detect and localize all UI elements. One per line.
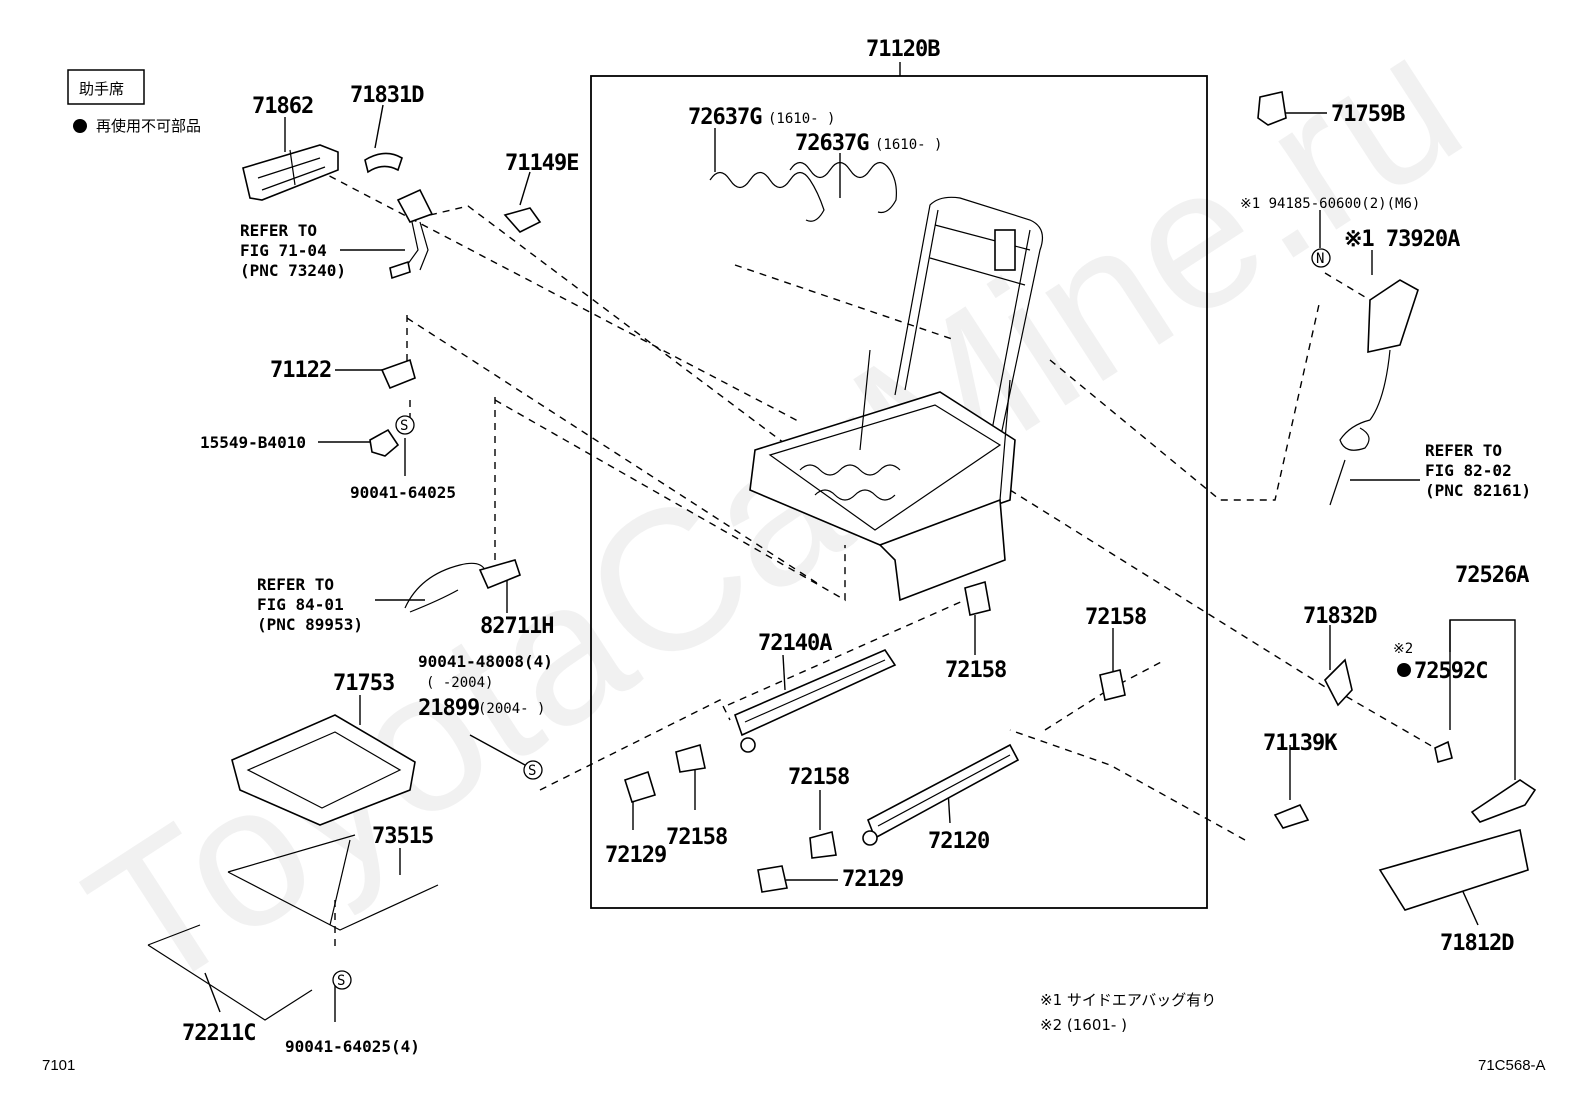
part-72129-b: [757, 865, 788, 893]
part-72140A-rail: [733, 649, 897, 753]
part-73920A: [1329, 279, 1419, 506]
seat-tag-box: [67, 69, 145, 105]
ref3-line2: FIG 82-02: [1425, 461, 1512, 480]
non-reusable-dot-icon: [73, 119, 87, 133]
n-symbol: N: [1311, 248, 1331, 268]
part-71753-tray: [231, 714, 416, 826]
label-72158-b: 72158: [1085, 605, 1146, 630]
s-symbol-1: S: [395, 415, 415, 435]
part-71122: [380, 358, 416, 390]
part-72592C: [1434, 740, 1453, 764]
seat-tag: 助手席: [79, 80, 124, 98]
svg-text:S: S: [337, 973, 345, 989]
label-94185: ※1 94185-60600(2)(M6): [1240, 196, 1420, 212]
part-72129-a: [624, 770, 656, 803]
part-72211C-rod: [147, 924, 313, 1021]
s-symbol-3: S: [332, 970, 352, 990]
part-72158-c: [675, 743, 706, 773]
label-71832D: 71832D: [1303, 604, 1377, 629]
part-71139K: [1273, 803, 1310, 829]
ref3-line1: REFER TO: [1425, 441, 1502, 460]
part-72158-b: [1099, 669, 1126, 701]
label-73920A: ※1 73920A: [1344, 227, 1460, 252]
part-buckle: [389, 188, 434, 280]
label-90041-64025: 90041-64025: [350, 483, 456, 502]
part-73515-wire: [227, 834, 439, 931]
label-71812D: 71812D: [1440, 931, 1514, 956]
ref1-line2: FIG 71-04: [240, 241, 327, 260]
label-72140A: 72140A: [758, 631, 832, 656]
ref2-line2: FIG 84-01: [257, 595, 344, 614]
ref3-line3: (PNC 82161): [1425, 481, 1531, 500]
part-71149E: [503, 207, 542, 233]
part-71759B: [1257, 91, 1287, 126]
legend-text: 再使用不可部品: [96, 117, 201, 135]
label-21899: 21899: [418, 696, 479, 721]
part-71862: [242, 144, 339, 201]
label-72120: 72120: [928, 829, 989, 854]
illustration-code: 71C568-A: [1478, 1057, 1546, 1074]
assembly-frame: [590, 75, 1208, 909]
label-72637G-1: 72637G: [688, 105, 762, 130]
ref1-line1: REFER TO: [240, 221, 317, 240]
label-72158-c: 72158: [666, 825, 727, 850]
part-71120B-seat-frame: [749, 196, 1043, 602]
label-21899-note: (2004- ): [478, 701, 545, 717]
label-71753: 71753: [333, 671, 394, 696]
label-72592C-mark: ※2: [1393, 641, 1413, 657]
footnote-1: ※1 サイドエアバッグ有り: [1040, 991, 1216, 1009]
label-15549-B4010: 15549-B4010: [200, 433, 306, 452]
label-71862: 71862: [252, 94, 313, 119]
part-82711H-harness: [404, 559, 521, 613]
label-90041-48008: 90041-48008(4): [418, 652, 553, 671]
part-72637G-spring-1: [709, 171, 825, 222]
footnote-2: ※2 (1601- ): [1040, 1016, 1127, 1034]
label-90041-64025-4: 90041-64025(4): [285, 1037, 420, 1056]
label-73515: 73515: [372, 824, 433, 849]
figure-number: 7101: [42, 1057, 75, 1074]
label-71831D: 71831D: [350, 83, 424, 108]
part-72158-a: [964, 580, 991, 616]
label-71759B: 71759B: [1331, 102, 1405, 127]
label-72637G-2: 72637G: [795, 131, 869, 156]
label-72592C: 72592C: [1414, 659, 1487, 684]
part-71812D-cover: [1378, 828, 1529, 911]
part-15549-B4010: [369, 428, 400, 457]
svg-text:S: S: [528, 763, 536, 779]
label-72129-b: 72129: [842, 867, 903, 892]
label-72158-a: 72158: [945, 658, 1006, 683]
svg-text:S: S: [400, 418, 408, 434]
svg-text:N: N: [1316, 251, 1324, 267]
part-71832D: [1324, 658, 1353, 707]
part-71831D: [364, 152, 403, 174]
label-71122: 71122: [270, 358, 331, 383]
ref1-line3: (PNC 73240): [240, 261, 346, 280]
label-72129-a: 72129: [605, 843, 666, 868]
label-71120B: 71120B: [866, 37, 940, 62]
s-symbol-2: S: [523, 760, 543, 780]
ref2-line3: (PNC 89953): [257, 615, 363, 634]
part-72158-d: [809, 830, 837, 859]
non-reusable-dot-icon: [1397, 663, 1411, 677]
part-72526A-handle: [1470, 779, 1537, 823]
label-72637G-1-note: (1610- ): [768, 111, 835, 127]
dashed-leaders: [317, 169, 1436, 950]
label-71139K: 71139K: [1263, 731, 1338, 756]
label-72526A: 72526A: [1455, 563, 1529, 588]
part-72120-rail: [862, 743, 1020, 846]
label-72637G-2-note: (1610- ): [875, 137, 942, 153]
label-90041-48008-note: ( -2004): [426, 675, 493, 691]
label-71149E: 71149E: [505, 151, 578, 176]
part-72637G-spring-2: [789, 161, 897, 214]
label-72158-d: 72158: [788, 765, 849, 790]
label-82711H: 82711H: [480, 614, 553, 639]
label-72211C: 72211C: [182, 1021, 255, 1046]
ref2-line1: REFER TO: [257, 575, 334, 594]
